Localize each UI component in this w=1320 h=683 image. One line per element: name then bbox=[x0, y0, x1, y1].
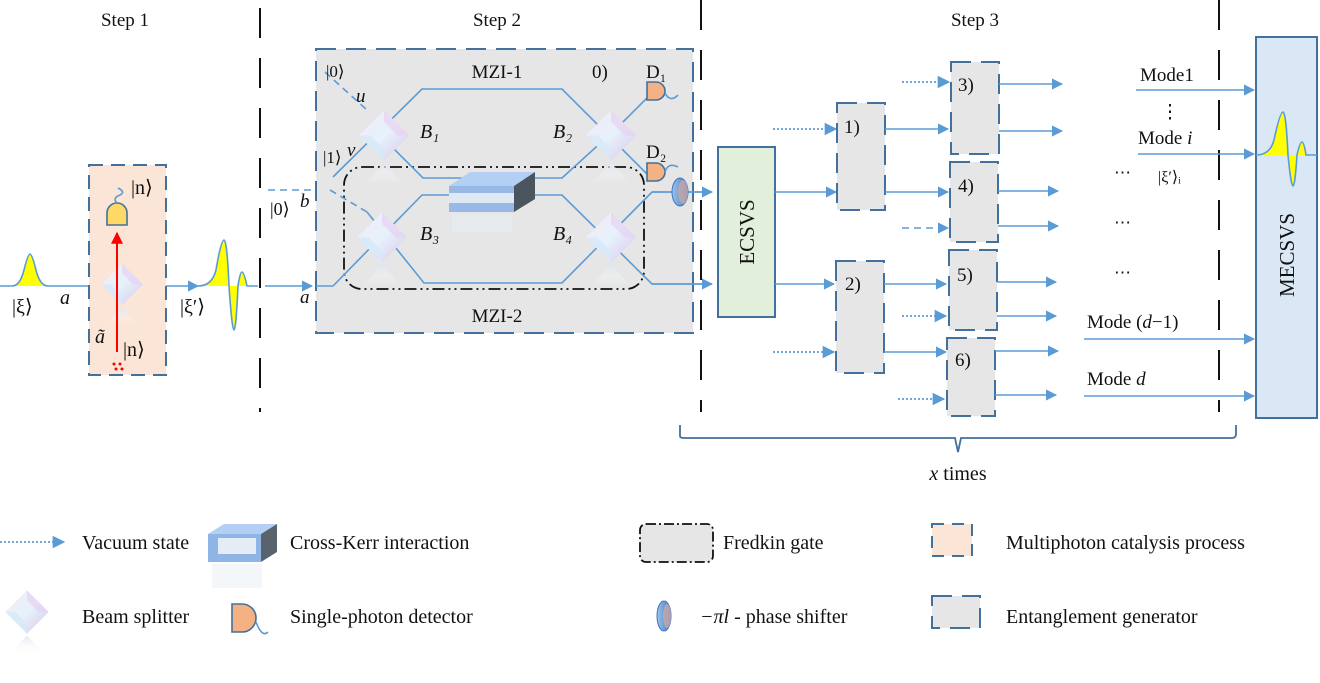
mode-b-label: b bbox=[300, 191, 310, 212]
mode-a-label-step1: a bbox=[60, 287, 70, 309]
legend-fredkin-icon bbox=[639, 523, 714, 563]
eg-index-4: 4) bbox=[958, 176, 974, 197]
input-wavepacket bbox=[0, 253, 56, 287]
eg-index-3: 3) bbox=[958, 75, 974, 96]
eg-index-2: 2) bbox=[845, 274, 861, 295]
eg-index-6: 6) bbox=[955, 350, 971, 371]
ancilla-mode-label: ã bbox=[95, 326, 105, 348]
legend: Vacuum state Cross-Kerr interaction Fred… bbox=[0, 523, 1245, 654]
mode-d-minus-1-label: Mode (d−1) bbox=[1087, 312, 1178, 333]
legend-vacuum-label: Vacuum state bbox=[82, 532, 189, 554]
catalysis-detector-icon bbox=[106, 202, 128, 226]
entanglement-generator-5 bbox=[948, 249, 998, 331]
cross-kerr-crystal-icon bbox=[449, 172, 535, 232]
repeat-bracket bbox=[679, 425, 1237, 453]
step1-header: Step 1 bbox=[101, 10, 149, 31]
mecsvs-box bbox=[1255, 36, 1318, 419]
ecsvs-box bbox=[717, 146, 776, 318]
eg-index-0: 0) bbox=[592, 62, 608, 83]
legend-eg-label: Entanglement generator bbox=[1006, 606, 1198, 628]
mode-u-label: u bbox=[356, 86, 366, 107]
vacuum-u-state: |0⟩ bbox=[326, 62, 345, 81]
catalysis-detector-state: |n⟩ bbox=[131, 177, 153, 199]
mode-d-label: Mode d bbox=[1087, 369, 1146, 390]
detector-d2-icon bbox=[646, 162, 679, 182]
vertical-ellipsis: ⋮ bbox=[1161, 102, 1180, 123]
ecsvs-label: ECSVS bbox=[735, 199, 759, 264]
bs-b4-label: B₄ bbox=[553, 223, 572, 245]
legend-eg-icon bbox=[931, 595, 981, 629]
entanglement-generator-2 bbox=[835, 260, 885, 374]
mode-a-label-step2: a bbox=[300, 287, 310, 308]
mecsvs-label: MECSVS bbox=[1275, 213, 1299, 297]
mecsvs-wavepacket bbox=[1255, 111, 1317, 187]
entanglement-generator-1 bbox=[836, 102, 886, 211]
fredkin-gate-box bbox=[343, 166, 645, 290]
legend-catalysis-icon bbox=[931, 523, 973, 557]
one-photon-state: |1⟩ bbox=[323, 148, 342, 167]
entanglement-generator-3 bbox=[950, 61, 1000, 155]
entanglement-generator-4 bbox=[949, 161, 999, 243]
step2-header: Step 2 bbox=[473, 10, 521, 31]
output-wavepacket bbox=[197, 239, 258, 331]
repeat-label: x times bbox=[928, 463, 986, 485]
input-state-label: |ξ⟩ bbox=[12, 296, 33, 318]
step3-header: Step 3 bbox=[951, 10, 999, 31]
detector-d1-icon bbox=[646, 81, 679, 101]
eg-index-1: 1) bbox=[844, 117, 860, 138]
bs-b1-label: B₁ bbox=[420, 121, 439, 143]
entanglement-generator-6 bbox=[946, 337, 996, 417]
legend-cross-kerr-label: Cross-Kerr interaction bbox=[290, 532, 469, 554]
legend-detector-label: Single-photon detector bbox=[290, 606, 473, 628]
vacuum-b-state: |0⟩ bbox=[270, 199, 290, 219]
ellipsis-1: ⋯ bbox=[1114, 163, 1131, 182]
detector-d2-label: D₂ bbox=[646, 142, 666, 163]
phase-shifter-icon bbox=[671, 177, 689, 207]
eg-index-5: 5) bbox=[957, 265, 973, 286]
vacuum-u-path bbox=[324, 71, 368, 111]
mzi1-label: MZI-1 bbox=[472, 62, 523, 83]
mzi2-label: MZI-2 bbox=[472, 306, 523, 327]
legend-fredkin-label: Fredkin gate bbox=[723, 532, 824, 554]
output-state-label: |ξ′⟩ bbox=[180, 296, 205, 318]
ellipsis-3: ⋯ bbox=[1114, 263, 1131, 282]
legend-beam-splitter-icon bbox=[5, 590, 49, 654]
legend-catalysis-label: Multiphoton catalysis process bbox=[1006, 532, 1245, 554]
mzi1-lower-arm bbox=[372, 96, 649, 179]
legend-phase-shifter-label: −πl - phase shifter bbox=[700, 606, 848, 628]
multiphoton-catalysis-box bbox=[88, 164, 167, 376]
ancilla-state-label: |n⟩ bbox=[123, 339, 145, 361]
bs-b3-label: B₃ bbox=[420, 223, 439, 245]
mode-i-state: |ξ′⟩ᵢ bbox=[1158, 169, 1181, 186]
detector-d1-label: D₁ bbox=[646, 62, 666, 83]
mode-i-label: Mode i bbox=[1138, 128, 1192, 149]
legend-detector-icon bbox=[231, 603, 269, 635]
photon-source-icon bbox=[112, 362, 124, 371]
legend-phase-shifter-icon bbox=[656, 600, 672, 632]
legend-beam-splitter-label: Beam splitter bbox=[82, 606, 190, 628]
bs-b2-label: B₂ bbox=[553, 121, 572, 143]
ellipsis-2: ⋯ bbox=[1114, 213, 1131, 232]
mode-1-label: Mode1 bbox=[1140, 65, 1194, 86]
legend-cross-kerr-icon bbox=[208, 524, 277, 588]
mode-v-label: v bbox=[347, 140, 356, 161]
